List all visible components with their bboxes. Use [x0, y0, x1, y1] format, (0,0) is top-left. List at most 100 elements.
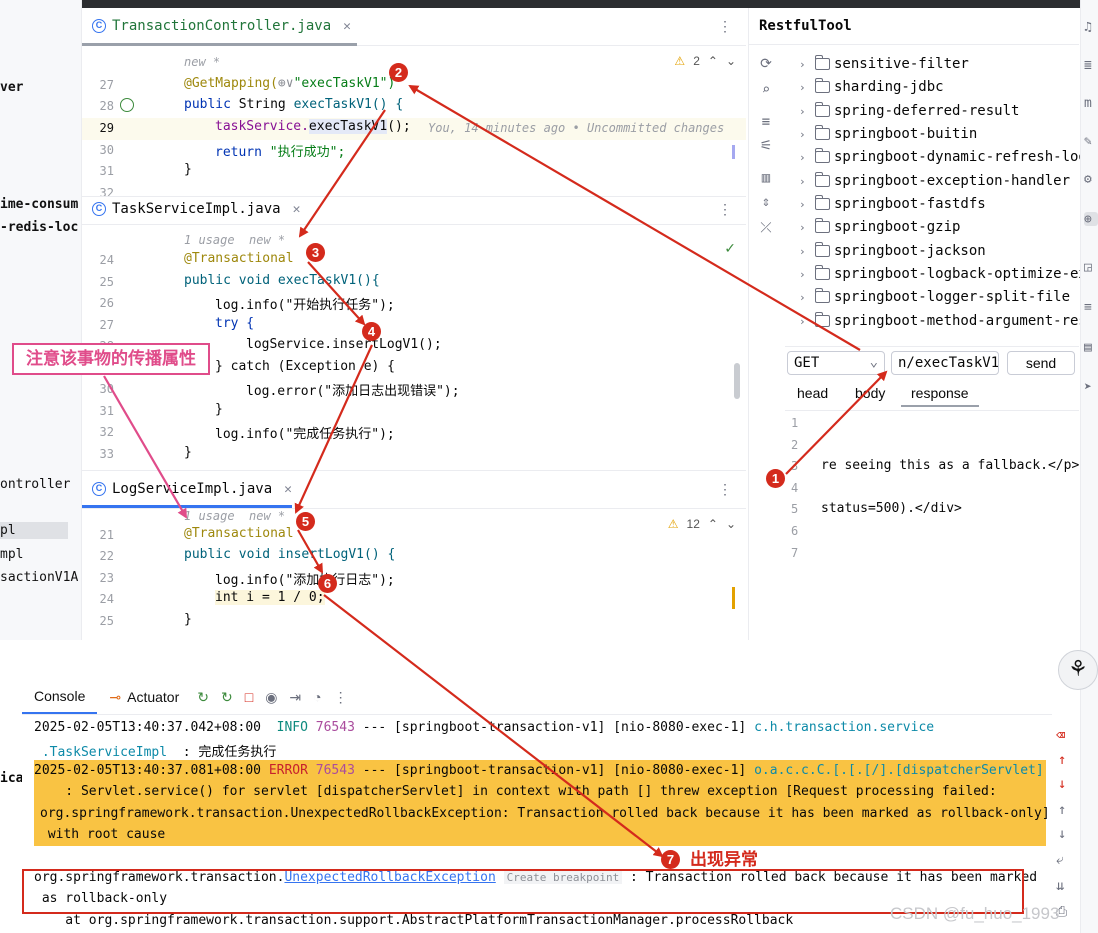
tree-item-module[interactable]: ›springboot-buitin [799, 123, 977, 145]
chevron-right-icon: › [799, 174, 806, 188]
more-icon[interactable]: ⋮ [718, 482, 732, 498]
exception-link[interactable]: UnexpectedRollbackException [284, 870, 496, 885]
chevron-up-icon[interactable]: ⌃ [707, 54, 718, 68]
stop-icon[interactable]: □ [244, 689, 254, 705]
method-select[interactable]: GET ⌄ [787, 351, 885, 375]
arrow-up-icon[interactable]: ↑ [1058, 752, 1067, 768]
database-icon[interactable]: ≣ [1084, 58, 1092, 73]
globe-icon[interactable]: ⊕ [1084, 212, 1098, 227]
clear-icon[interactable]: ⌫ [1056, 726, 1066, 744]
string-token: "执行成功"; [269, 145, 346, 160]
exception-label: 出现异常 [690, 850, 758, 869]
gauge-icon[interactable]: ◔ [313, 689, 322, 705]
collapse-icon[interactable]: ⤫ [760, 220, 772, 236]
wrap-icon[interactable]: ⤶ [1056, 852, 1064, 868]
scroll-down-icon[interactable]: ↓ [1058, 826, 1067, 842]
project-item[interactable]: ime-consum [0, 197, 79, 212]
console-side-tools: ⌫ ↑ ↓ ↑ ↓ ⤶ ⇊ ⎙ [1050, 716, 1078, 933]
project-item[interactable]: ontroller [0, 477, 71, 492]
gradle-icon[interactable]: ⚙ [1084, 172, 1092, 187]
print-icon[interactable]: ⎙ [1056, 904, 1068, 920]
tree-item-module[interactable]: ›springboot-dynamic-refresh-loo [799, 146, 1087, 168]
search-icon[interactable]: ⌕ [761, 82, 771, 98]
settings-sliders-icon[interactable]: ⚟ [759, 138, 773, 154]
line-number: 29 [99, 121, 114, 135]
tab-body[interactable]: body [855, 385, 885, 401]
tree-item-module[interactable]: ›sensitive-filter [799, 53, 969, 75]
tree-item-module[interactable]: ›springboot-method-argument-res [799, 310, 1087, 332]
tab-response[interactable]: response [901, 385, 979, 407]
more-icon[interactable]: ⋮ [718, 19, 732, 35]
filter-icon[interactable]: ≡ [761, 114, 771, 130]
refresh-icon[interactable]: ⟳ [760, 56, 772, 72]
project-item[interactable]: -redis-loc [0, 220, 79, 235]
notification-icon[interactable]: ♫ [1084, 20, 1092, 35]
close-icon[interactable]: ✕ [284, 481, 292, 497]
close-icon[interactable]: ✕ [292, 201, 301, 217]
send-button[interactable]: send [1007, 351, 1075, 375]
method-token: execTaskV1() { [293, 97, 404, 112]
tab-actuator[interactable]: ⊸Actuator [97, 689, 191, 706]
chevron-down-icon[interactable]: ⌄ [725, 517, 736, 531]
create-breakpoint-link[interactable]: Create breakpoint [503, 871, 623, 884]
assistant-badge-icon[interactable]: ⚘ [1058, 650, 1098, 690]
project-item[interactable]: ica [0, 771, 24, 786]
tree-item-module[interactable]: ›springboot-gzip [799, 216, 960, 238]
log-level: INFO [276, 720, 308, 735]
tree-item-module[interactable]: ›springboot-logback-optimize-ex [799, 263, 1087, 285]
module-label: springboot-exception-handler [834, 173, 1071, 189]
plugin-icon[interactable]: ◲ [1084, 260, 1092, 275]
response-area[interactable]: 1 2 3 4 5 6 7 re seeing this as a fallba… [785, 410, 1079, 640]
inspection-widget[interactable]: ⚠ 2 ⌃ ⌄ [674, 54, 736, 68]
code-line: log.info("完成任务执行"); [215, 427, 395, 442]
rerun-debug-icon[interactable]: ↻ [220, 688, 233, 705]
response-text: status=500).</div> [821, 501, 962, 516]
log-text: org.springframework.transaction. [34, 870, 285, 885]
maven-icon[interactable]: m [1084, 96, 1092, 111]
project-item-selected[interactable]: pl [0, 522, 68, 539]
run-gutter-icon[interactable] [120, 98, 134, 112]
tree-item-module[interactable]: ›spring-deferred-result [799, 100, 1019, 122]
chart-icon[interactable]: ▥ [761, 170, 771, 186]
tab-label: body [855, 385, 886, 401]
url-input[interactable]: n/execTaskV1 [891, 351, 999, 375]
code-hint: 1 usage new * [184, 509, 286, 523]
chevron-right-icon: › [799, 220, 806, 234]
scroll-end-icon[interactable]: ⇊ [1056, 878, 1065, 894]
scroll-up-icon[interactable]: ↑ [1058, 802, 1067, 818]
tab-transaction-controller[interactable]: C TransactionController.java ✕ [92, 18, 351, 34]
chevron-down-icon[interactable]: ⌄ [725, 54, 736, 68]
log-line: as rollback-only [34, 891, 168, 906]
inspection-widget[interactable]: ⚠ 12 ⌃ ⌄ [668, 517, 736, 531]
console-tabbar: Console ⊸Actuator ↻ ↻ □ ◉ ⇥ ◔ ⋮ [22, 680, 1052, 714]
restore-icon[interactable]: ⇥ [289, 688, 302, 705]
tree-item-module[interactable]: ›springboot-logger-split-file [799, 286, 1070, 308]
annotation-token: @GetMapping( [184, 76, 278, 91]
close-icon[interactable]: ✕ [343, 18, 351, 34]
camera-icon[interactable]: ◉ [265, 688, 278, 705]
tab-log-service-impl[interactable]: C LogServiceImpl.java ✕ [92, 481, 292, 497]
tab-head[interactable]: head [797, 385, 828, 401]
project-item[interactable]: ver [0, 80, 24, 95]
rerun-icon[interactable]: ↻ [197, 688, 209, 705]
warning-icon: ⚠ [667, 517, 679, 531]
chevron-up-icon[interactable]: ⌃ [707, 517, 718, 531]
scrollbar[interactable] [734, 363, 740, 399]
tab-console[interactable]: Console [22, 680, 98, 714]
tree-item-module[interactable]: › springboot-exception-handler [799, 170, 1070, 192]
tree-item-module[interactable]: ›springboot-jackson [799, 240, 986, 262]
project-item[interactable]: sactionV1A [0, 570, 79, 585]
more-icon[interactable]: ⋮ [333, 688, 348, 705]
code-line: log.info("开始执行任务"); [215, 298, 395, 313]
project-item[interactable]: mpl [0, 547, 24, 562]
tree-item-module[interactable]: ›springboot-fastdfs [799, 193, 986, 215]
copilot-icon[interactable]: ✎ [1084, 134, 1092, 149]
send-icon[interactable]: ➤ [1084, 380, 1092, 395]
arrow-down-icon[interactable]: ↓ [1058, 776, 1067, 792]
tab-task-service-impl[interactable]: C TaskServiceImpl.java ✕ [92, 201, 300, 217]
structure-icon[interactable]: ≡ [1084, 300, 1092, 315]
tree-item-module[interactable]: ›sharding-jdbc [799, 76, 944, 98]
expand-icon[interactable]: ⇕ [761, 194, 771, 210]
clipboard-icon[interactable]: ▤ [1084, 340, 1092, 355]
more-icon[interactable]: ⋮ [718, 202, 732, 218]
